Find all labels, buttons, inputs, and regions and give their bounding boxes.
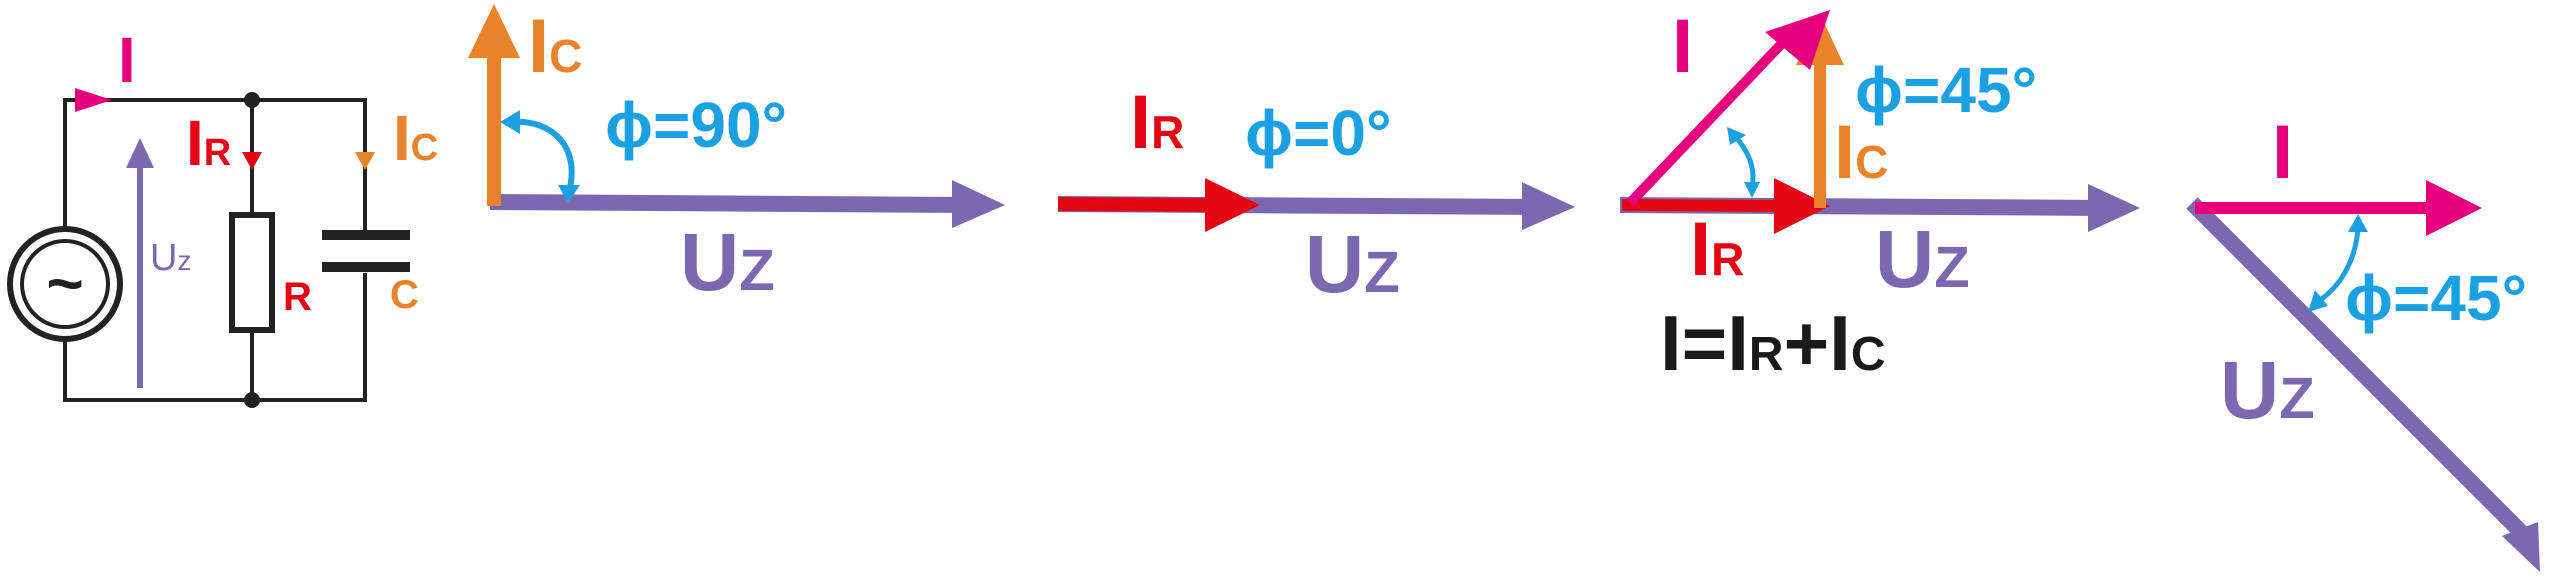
formula-term2-sub: C bbox=[1851, 328, 1886, 381]
rotated-voltage-label-main: U bbox=[2220, 345, 2279, 436]
resistor-current-marker bbox=[242, 152, 262, 170]
phase-angle-arc-45-head-bottom bbox=[1744, 182, 1760, 198]
resistive-voltage-arrowhead bbox=[1522, 182, 1575, 230]
sum-resistor-current-label-main: I bbox=[1690, 207, 1711, 292]
capacitor-current-phasor-label-sub: C bbox=[549, 30, 582, 82]
source-voltage-label-main: U bbox=[150, 237, 177, 279]
resistor-label: R bbox=[283, 275, 312, 319]
resistive-phasor: IR ϕ=0° UZ bbox=[1057, 80, 1575, 310]
resistive-voltage-label: UZ bbox=[1305, 219, 1400, 310]
rotated-current-arrowhead bbox=[2426, 180, 2482, 236]
capacitive-voltage-label-sub: Z bbox=[739, 238, 774, 303]
junction-dot-bottom bbox=[244, 392, 260, 408]
phase-angle-arc-45 bbox=[1732, 133, 1756, 189]
total-current-phasor-label: I bbox=[1672, 4, 1693, 89]
resistor-current-phasor-label-sub: R bbox=[1151, 106, 1184, 158]
phase-angle-arc-90-head-top bbox=[500, 110, 520, 134]
capacitor-current-phasor-label-main: I bbox=[528, 4, 549, 89]
supply-current-marker bbox=[75, 88, 112, 112]
resistor-current-phasor-label: IR bbox=[1130, 80, 1184, 165]
resistor-body bbox=[229, 212, 275, 333]
formula-term1: I bbox=[1727, 299, 1749, 387]
voltage-arrow-head bbox=[126, 138, 154, 168]
rotated-voltage-arrowhead bbox=[2502, 522, 2540, 572]
phase-angle-arc-rotated-head-bottom bbox=[2308, 290, 2328, 312]
sum-resistor-current-arrowhead bbox=[1774, 178, 1830, 234]
rc-circuit: ~ I IR IC Uz R C bbox=[7, 24, 438, 408]
capacitive-voltage-label-main: U bbox=[680, 217, 739, 308]
ac-source-inner-ring bbox=[20, 239, 110, 329]
phase-angle-90-label: ϕ=90° bbox=[605, 89, 787, 161]
formula-plus: + bbox=[1784, 299, 1830, 387]
sum-resistor-current-phasor bbox=[1621, 199, 1786, 212]
phase-angle-rotated-label: ϕ=45° bbox=[2345, 262, 2527, 334]
rotated-voltage-label: UZ bbox=[2220, 345, 2315, 436]
source-voltage-label: Uz bbox=[150, 237, 191, 279]
capacitor-current-phasor-label: IC bbox=[528, 4, 582, 89]
resistor-current-label-sub: R bbox=[204, 132, 231, 174]
sum-voltage-label-sub: Z bbox=[1934, 235, 1969, 300]
capacitor-current-arrowhead bbox=[468, 4, 520, 58]
supply-current-label: I bbox=[118, 24, 136, 96]
capacitor-label: C bbox=[390, 273, 419, 317]
resistor-current-arrowhead bbox=[1205, 178, 1260, 232]
wire-bottom bbox=[63, 273, 367, 402]
capacitive-voltage-label: UZ bbox=[680, 217, 775, 308]
sum-resistor-current-label: IR bbox=[1690, 207, 1744, 292]
sum-phasor: I IC ϕ=45° IR UZ I=IR+IC bbox=[1619, 4, 2140, 387]
capacitor-current-label: IC bbox=[393, 102, 438, 174]
rotated-phasor: I ϕ=45° UZ bbox=[2186, 110, 2540, 572]
total-current-arrowhead bbox=[1765, 10, 1830, 70]
ac-source-symbol: ~ bbox=[46, 247, 83, 319]
resistive-voltage-label-main: U bbox=[1305, 219, 1364, 310]
capacitor-plate-top bbox=[322, 230, 410, 240]
resistive-voltage-label-sub: Z bbox=[1364, 240, 1399, 305]
capacitive-voltage-arrowhead bbox=[952, 180, 1005, 228]
sum-voltage-label-main: U bbox=[1875, 214, 1934, 305]
phase-angle-arc-rotated bbox=[2318, 227, 2361, 303]
sum-voltage-arrowhead bbox=[2088, 184, 2140, 232]
phase-angle-arc-45-head-top bbox=[1727, 127, 1746, 145]
capacitor-current-marker bbox=[355, 152, 375, 170]
current-sum-formula: I=IR+IC bbox=[1660, 299, 1885, 387]
capacitor bbox=[322, 230, 410, 272]
sum-resistor-current-label-sub: R bbox=[1711, 233, 1744, 285]
formula-term1-sub: R bbox=[1749, 328, 1784, 381]
capacitive-phasor: IC ϕ=90° UZ bbox=[468, 4, 1005, 308]
rotated-voltage-label-sub: Z bbox=[2279, 366, 2314, 431]
phase-angle-0-label: ϕ=0° bbox=[1245, 97, 1392, 169]
resistor-current-phasor-label-main: I bbox=[1130, 80, 1151, 165]
phase-angle-arc-90 bbox=[507, 118, 575, 196]
ac-source: ~ bbox=[7, 226, 123, 342]
formula-term2: I bbox=[1829, 299, 1851, 387]
capacitive-voltage-phasor bbox=[489, 194, 971, 213]
phase-angle-45-label: ϕ=45° bbox=[1855, 54, 2037, 126]
sum-capacitor-current-label-main: I bbox=[1834, 110, 1855, 195]
phase-angle-arc-90-head-bottom bbox=[558, 185, 580, 203]
resistor-current-phasor bbox=[1057, 197, 1219, 212]
resistor-current-label: IR bbox=[186, 107, 231, 179]
source-voltage-label-sub: z bbox=[177, 245, 191, 276]
resistor-current-label-main: I bbox=[186, 107, 204, 179]
sum-voltage-label: UZ bbox=[1875, 214, 1970, 305]
sum-capacitor-current-label-sub: C bbox=[1855, 136, 1888, 188]
capacitor-current-label-main: I bbox=[393, 102, 411, 174]
junction-dot-top bbox=[244, 92, 260, 108]
capacitor-current-label-sub: C bbox=[411, 127, 438, 169]
phase-angle-arc-rotated-head-top bbox=[2348, 214, 2368, 232]
capacitor-plate-bottom bbox=[322, 262, 410, 272]
sum-capacitor-current-label: IC bbox=[1834, 110, 1888, 195]
rotated-voltage-phasor bbox=[2186, 197, 2528, 539]
total-current-phasor bbox=[1626, 31, 1794, 207]
ac-source-outer-ring bbox=[7, 226, 123, 342]
rotated-current-label: I bbox=[2272, 110, 2293, 195]
formula-lhs: I bbox=[1660, 299, 1682, 387]
formula-equals: = bbox=[1682, 299, 1728, 387]
